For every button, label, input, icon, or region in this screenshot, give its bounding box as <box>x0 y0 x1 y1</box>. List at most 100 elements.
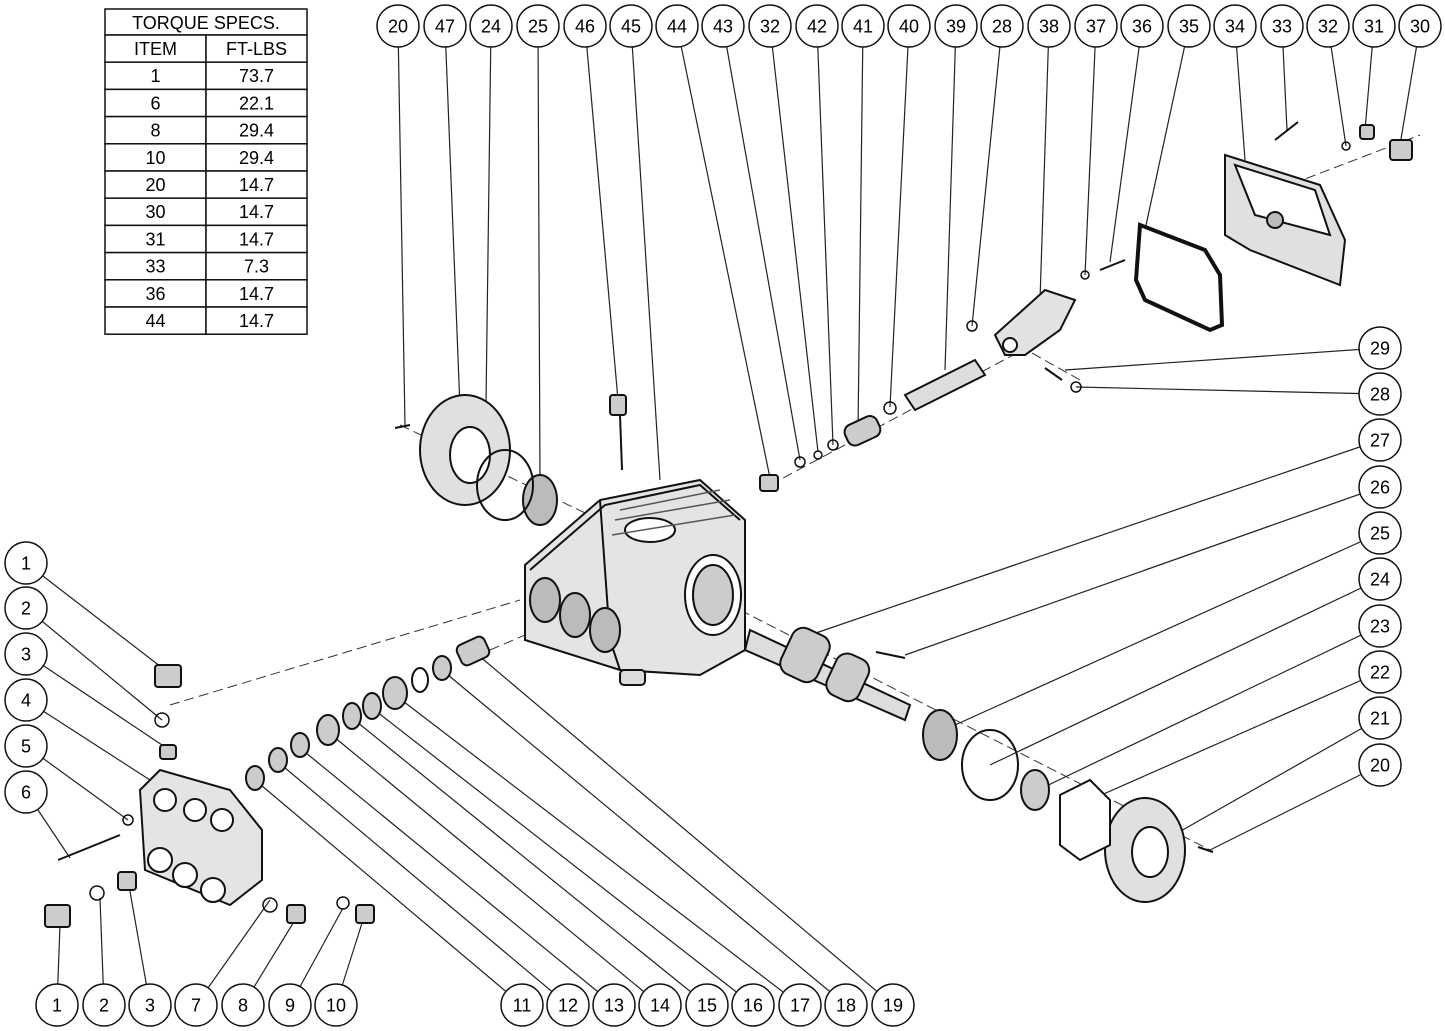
leader-line <box>1084 25 1097 276</box>
callout-bottom-8: 8 <box>221 983 265 1027</box>
leader-line <box>1234 25 1246 161</box>
roller-bearing-right <box>922 709 958 761</box>
callout-number: 12 <box>558 996 578 1016</box>
callout-bottom-7: 7 <box>174 983 218 1027</box>
callout-number: 42 <box>807 17 827 37</box>
o-ring-left <box>476 449 534 521</box>
callout-left-3: 3 <box>4 632 48 676</box>
callout-number: 23 <box>1370 617 1390 637</box>
callout-top-30: 30 <box>1398 4 1442 48</box>
torque-cell-item: 31 <box>145 229 165 249</box>
leader-line <box>1144 25 1190 231</box>
leader-line <box>1109 25 1143 263</box>
callout-bottom-3: 3 <box>128 983 172 1027</box>
callout-number: 10 <box>326 996 346 1016</box>
callout-right-20: 20 <box>1358 743 1402 787</box>
callout-number: 24 <box>481 17 501 37</box>
callout-number: 6 <box>21 783 31 803</box>
callout-number: 43 <box>713 17 733 37</box>
callout-bottom-13: 13 <box>592 983 636 1027</box>
callout-left-2: 2 <box>4 586 48 630</box>
leader-line <box>25 607 163 721</box>
callout-number: 41 <box>853 17 873 37</box>
callout-right-23: 23 <box>1358 604 1402 648</box>
callout-number: 46 <box>575 17 595 37</box>
callout-bottom-10: 10 <box>314 983 358 1027</box>
callout-left-4: 4 <box>4 678 48 722</box>
leader-line <box>25 699 151 781</box>
leader-line <box>904 486 1381 656</box>
leader-line <box>889 25 910 408</box>
callout-top-34: 34 <box>1213 4 1257 48</box>
callout-number: 27 <box>1370 431 1390 451</box>
torque-cell-ftlbs: 73.7 <box>239 66 274 86</box>
callout-number: 35 <box>1179 17 1199 37</box>
callout-bottom-15: 15 <box>685 983 729 1027</box>
cover-gasket <box>1133 222 1225 333</box>
pump-manifold-head <box>138 768 263 907</box>
callout-number: 7 <box>191 996 201 1016</box>
callout-bottom-14: 14 <box>638 983 682 1027</box>
callout-number: 15 <box>697 996 717 1016</box>
callout-top-31: 31 <box>1352 4 1396 48</box>
torque-cell-ftlbs: 14.7 <box>239 202 274 222</box>
callout-number: 1 <box>52 996 62 1016</box>
leader-line <box>1037 625 1381 791</box>
torque-cell-ftlbs: 29.4 <box>239 121 274 141</box>
crankcase-housing <box>524 478 746 686</box>
leader-line <box>630 25 661 481</box>
bearing-flange-left <box>419 394 511 506</box>
callout-number: 29 <box>1370 339 1390 359</box>
torque-cell-item: 1 <box>150 66 160 86</box>
leader-line <box>1039 25 1050 301</box>
callout-bottom-17: 17 <box>778 983 822 1027</box>
leader-line <box>254 779 523 1006</box>
flange-gasket <box>1059 778 1111 862</box>
packing-stack <box>245 635 491 791</box>
callout-number: 30 <box>1410 17 1430 37</box>
o-ring-right <box>961 729 1019 801</box>
callout-top-38: 38 <box>1027 4 1071 48</box>
callout-number: 39 <box>946 17 966 37</box>
callout-left-1: 1 <box>4 541 48 585</box>
callout-number: 25 <box>528 17 548 37</box>
callout-right-29: 29 <box>1358 326 1402 370</box>
callout-bottom-2: 2 <box>82 983 126 1027</box>
drain-plugs <box>44 124 1413 928</box>
callout-number: 16 <box>743 996 763 1016</box>
callout-number: 32 <box>1318 17 1338 37</box>
torque-cell-item: 33 <box>145 257 165 277</box>
callout-number: 40 <box>899 17 919 37</box>
leader-line <box>25 562 166 671</box>
leader-line <box>676 25 771 479</box>
callout-top-24: 24 <box>469 4 513 48</box>
leader-line <box>816 25 834 446</box>
leader-line <box>537 25 541 486</box>
leader-line <box>584 25 619 401</box>
leader-line <box>971 25 1003 327</box>
callout-top-20: 20 <box>376 4 420 48</box>
callout-right-24: 24 <box>1358 557 1402 601</box>
callout-number: 20 <box>1370 756 1390 776</box>
callout-number: 1 <box>21 554 31 574</box>
callout-top-39: 39 <box>934 4 978 48</box>
callout-top-43: 43 <box>701 4 745 48</box>
callout-number: 25 <box>1370 524 1390 544</box>
leader-line <box>1075 386 1381 395</box>
callout-bottom-19: 19 <box>871 983 915 1027</box>
bolts <box>57 121 1299 861</box>
callout-number: 22 <box>1370 663 1390 683</box>
callout-number: 9 <box>285 996 295 1016</box>
callout-top-46: 46 <box>563 4 607 48</box>
callout-number: 13 <box>604 996 624 1016</box>
torque-cell-ftlbs: 29.4 <box>239 148 274 168</box>
callout-number: 21 <box>1370 709 1390 729</box>
small-washers <box>89 141 1351 913</box>
callout-number: 24 <box>1370 570 1390 590</box>
leader-line <box>327 731 661 1006</box>
callout-number: 33 <box>1272 17 1292 37</box>
roller-bearing-left <box>522 474 558 526</box>
torque-cell-ftlbs: 14.7 <box>239 229 274 249</box>
callout-bottom-12: 12 <box>546 983 590 1027</box>
